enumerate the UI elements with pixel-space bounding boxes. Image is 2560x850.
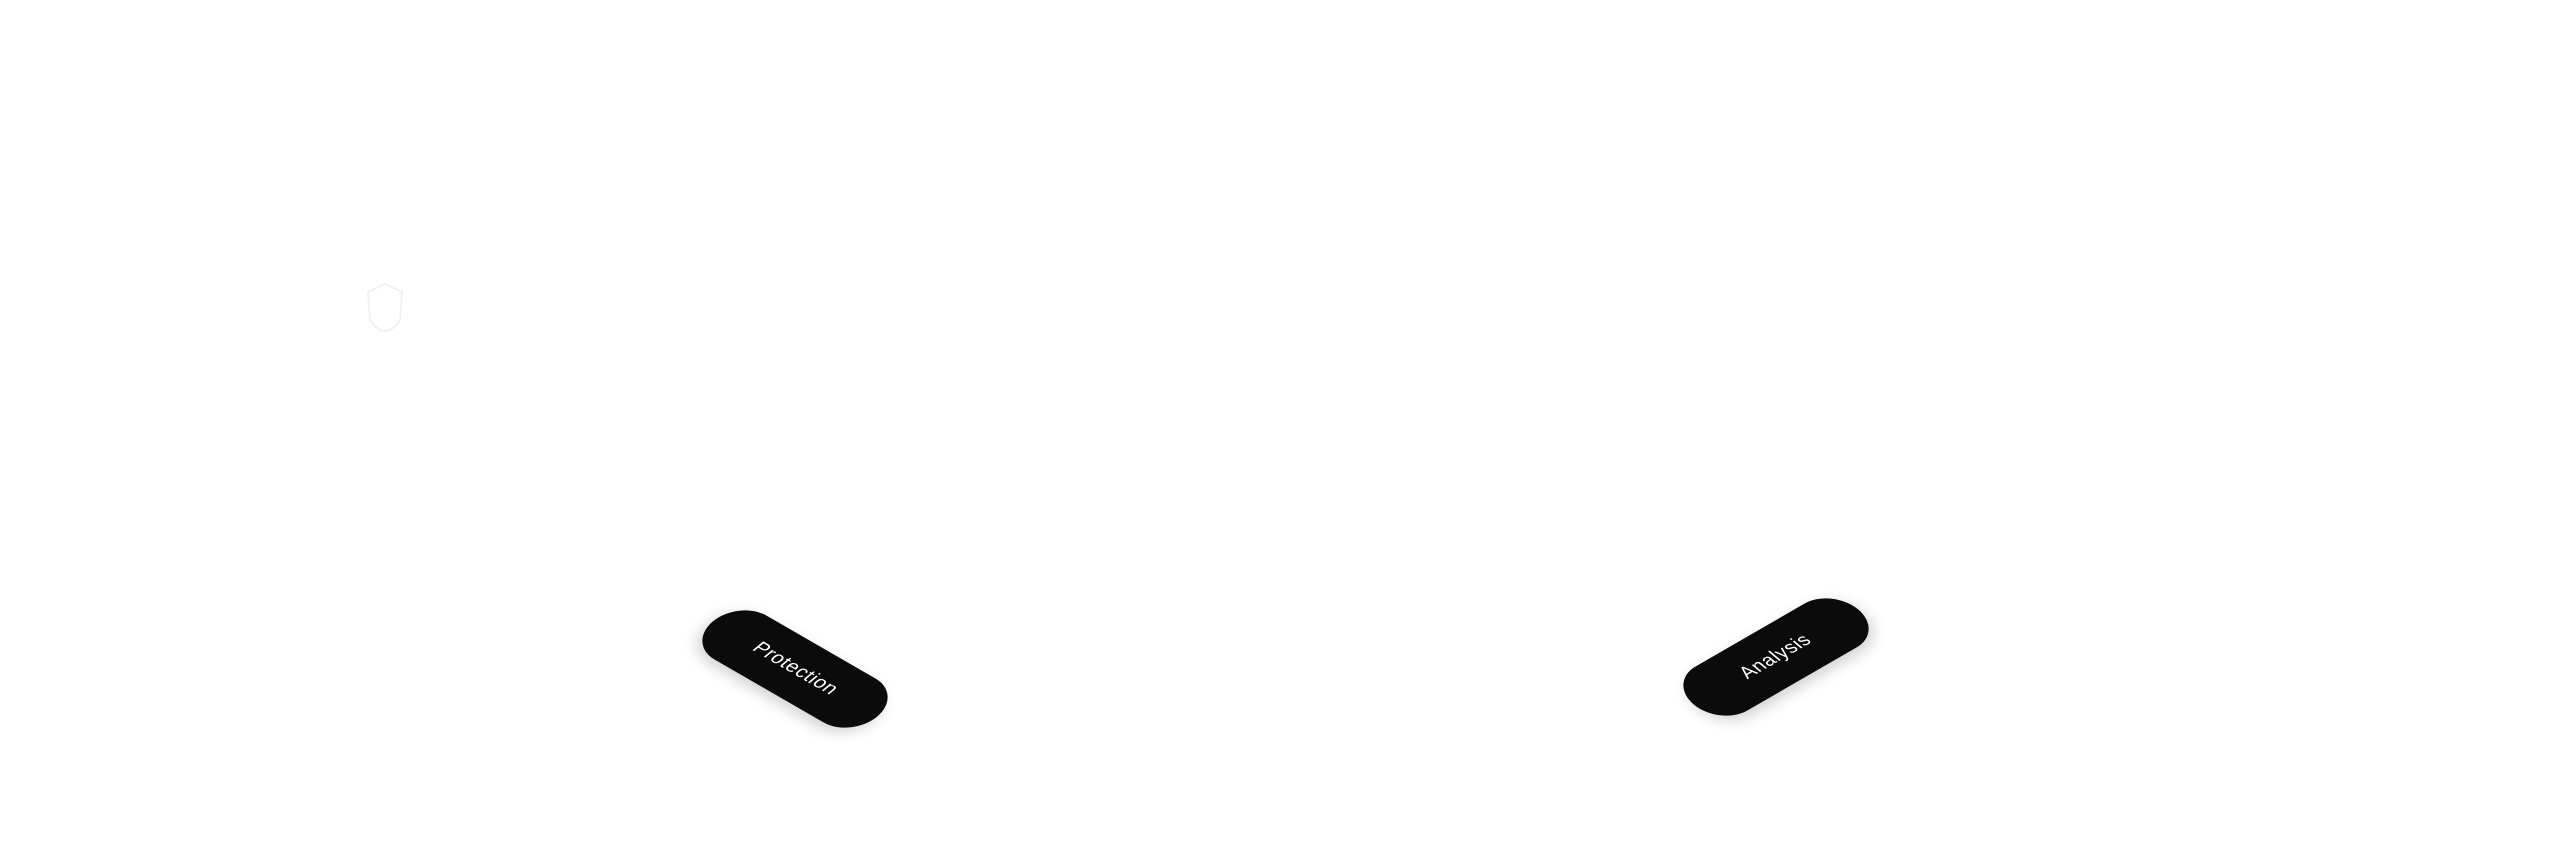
protection-tag[interactable]: Protection [686,599,904,739]
analysis-tag[interactable]: Analysis [1667,587,1885,727]
analysis-tag-label: Analysis [1734,630,1817,683]
faint-shield-icon [366,282,404,332]
protection-tag-label: Protection [747,638,844,699]
